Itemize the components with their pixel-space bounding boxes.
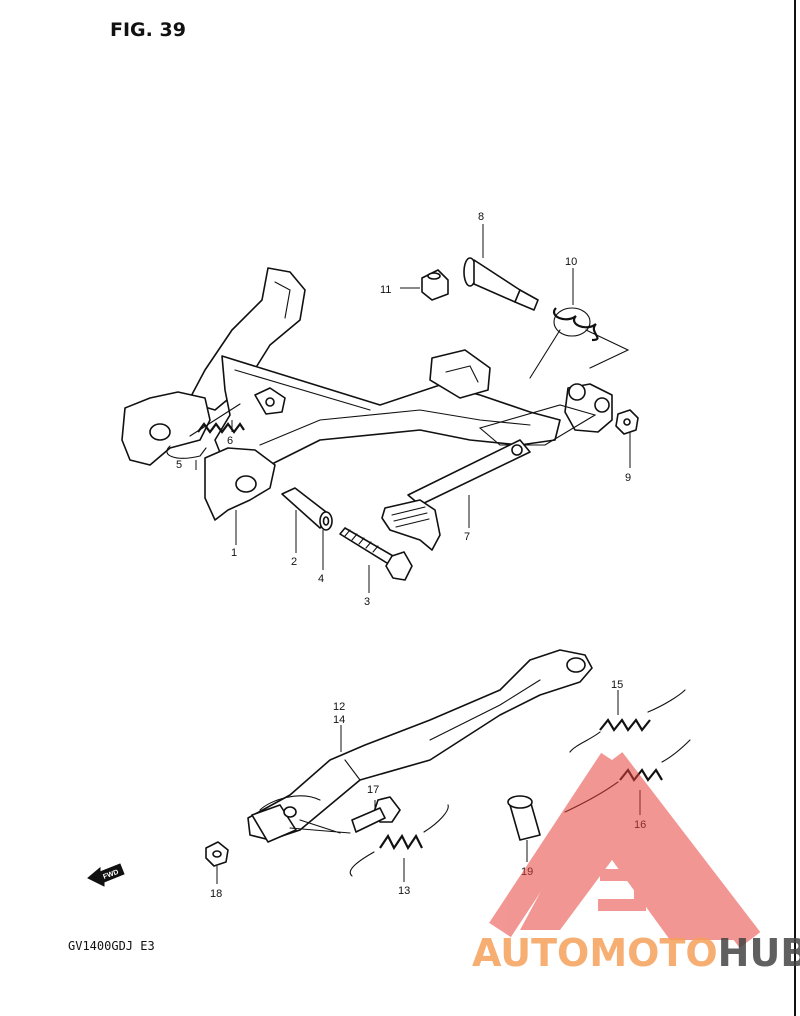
bushing-19 [507,795,541,841]
pivot-shaft-8 [463,257,539,311]
callout-8: 8 [478,211,484,223]
bolt-3 [339,527,413,581]
watermark-hub: HUB [718,931,800,975]
brake-pedal-7 [381,439,531,551]
callout-13: 13 [398,885,410,897]
cotter-pin-5 [166,445,207,459]
callout-18: 18 [210,888,222,900]
watermark-auto: AUTOMOTO [472,931,718,975]
spring-10 [529,307,630,379]
callout-7: 7 [464,531,470,543]
footrest-bracket-assembly [121,267,613,521]
figure-title: FIG. 39 [110,19,186,41]
watermark-text: AUTOMOTOHUB [472,931,800,975]
callout-3: 3 [364,596,370,608]
side-stand [247,649,593,843]
mount-hole-2 [235,475,257,493]
callout-12: 12 [333,701,345,713]
pedal-pad [381,499,441,551]
callout-1: 1 [231,547,237,559]
callout-9: 9 [625,472,631,484]
callout-15: 15 [611,679,623,691]
watermark-logo [520,760,750,940]
spring-6 [189,403,245,437]
bolt-17 [351,796,401,833]
leader-lines [195,224,641,884]
callout-14: 14 [333,714,345,726]
mount-hole [149,423,171,441]
fwd-arrow: FWD [87,863,125,887]
spring-13 [349,804,449,877]
callout-17: 17 [367,784,379,796]
watermark [489,752,761,948]
callout-5: 5 [176,459,182,471]
rear-block [429,349,491,399]
spring-15 [569,689,686,753]
callout-11: 11 [380,284,391,296]
callout-4: 4 [318,573,324,585]
model-code: GV1400GDJ E3 [68,939,155,953]
callout-10: 10 [565,256,577,268]
callout-6: 6 [227,435,233,447]
callout-2: 2 [291,556,297,568]
